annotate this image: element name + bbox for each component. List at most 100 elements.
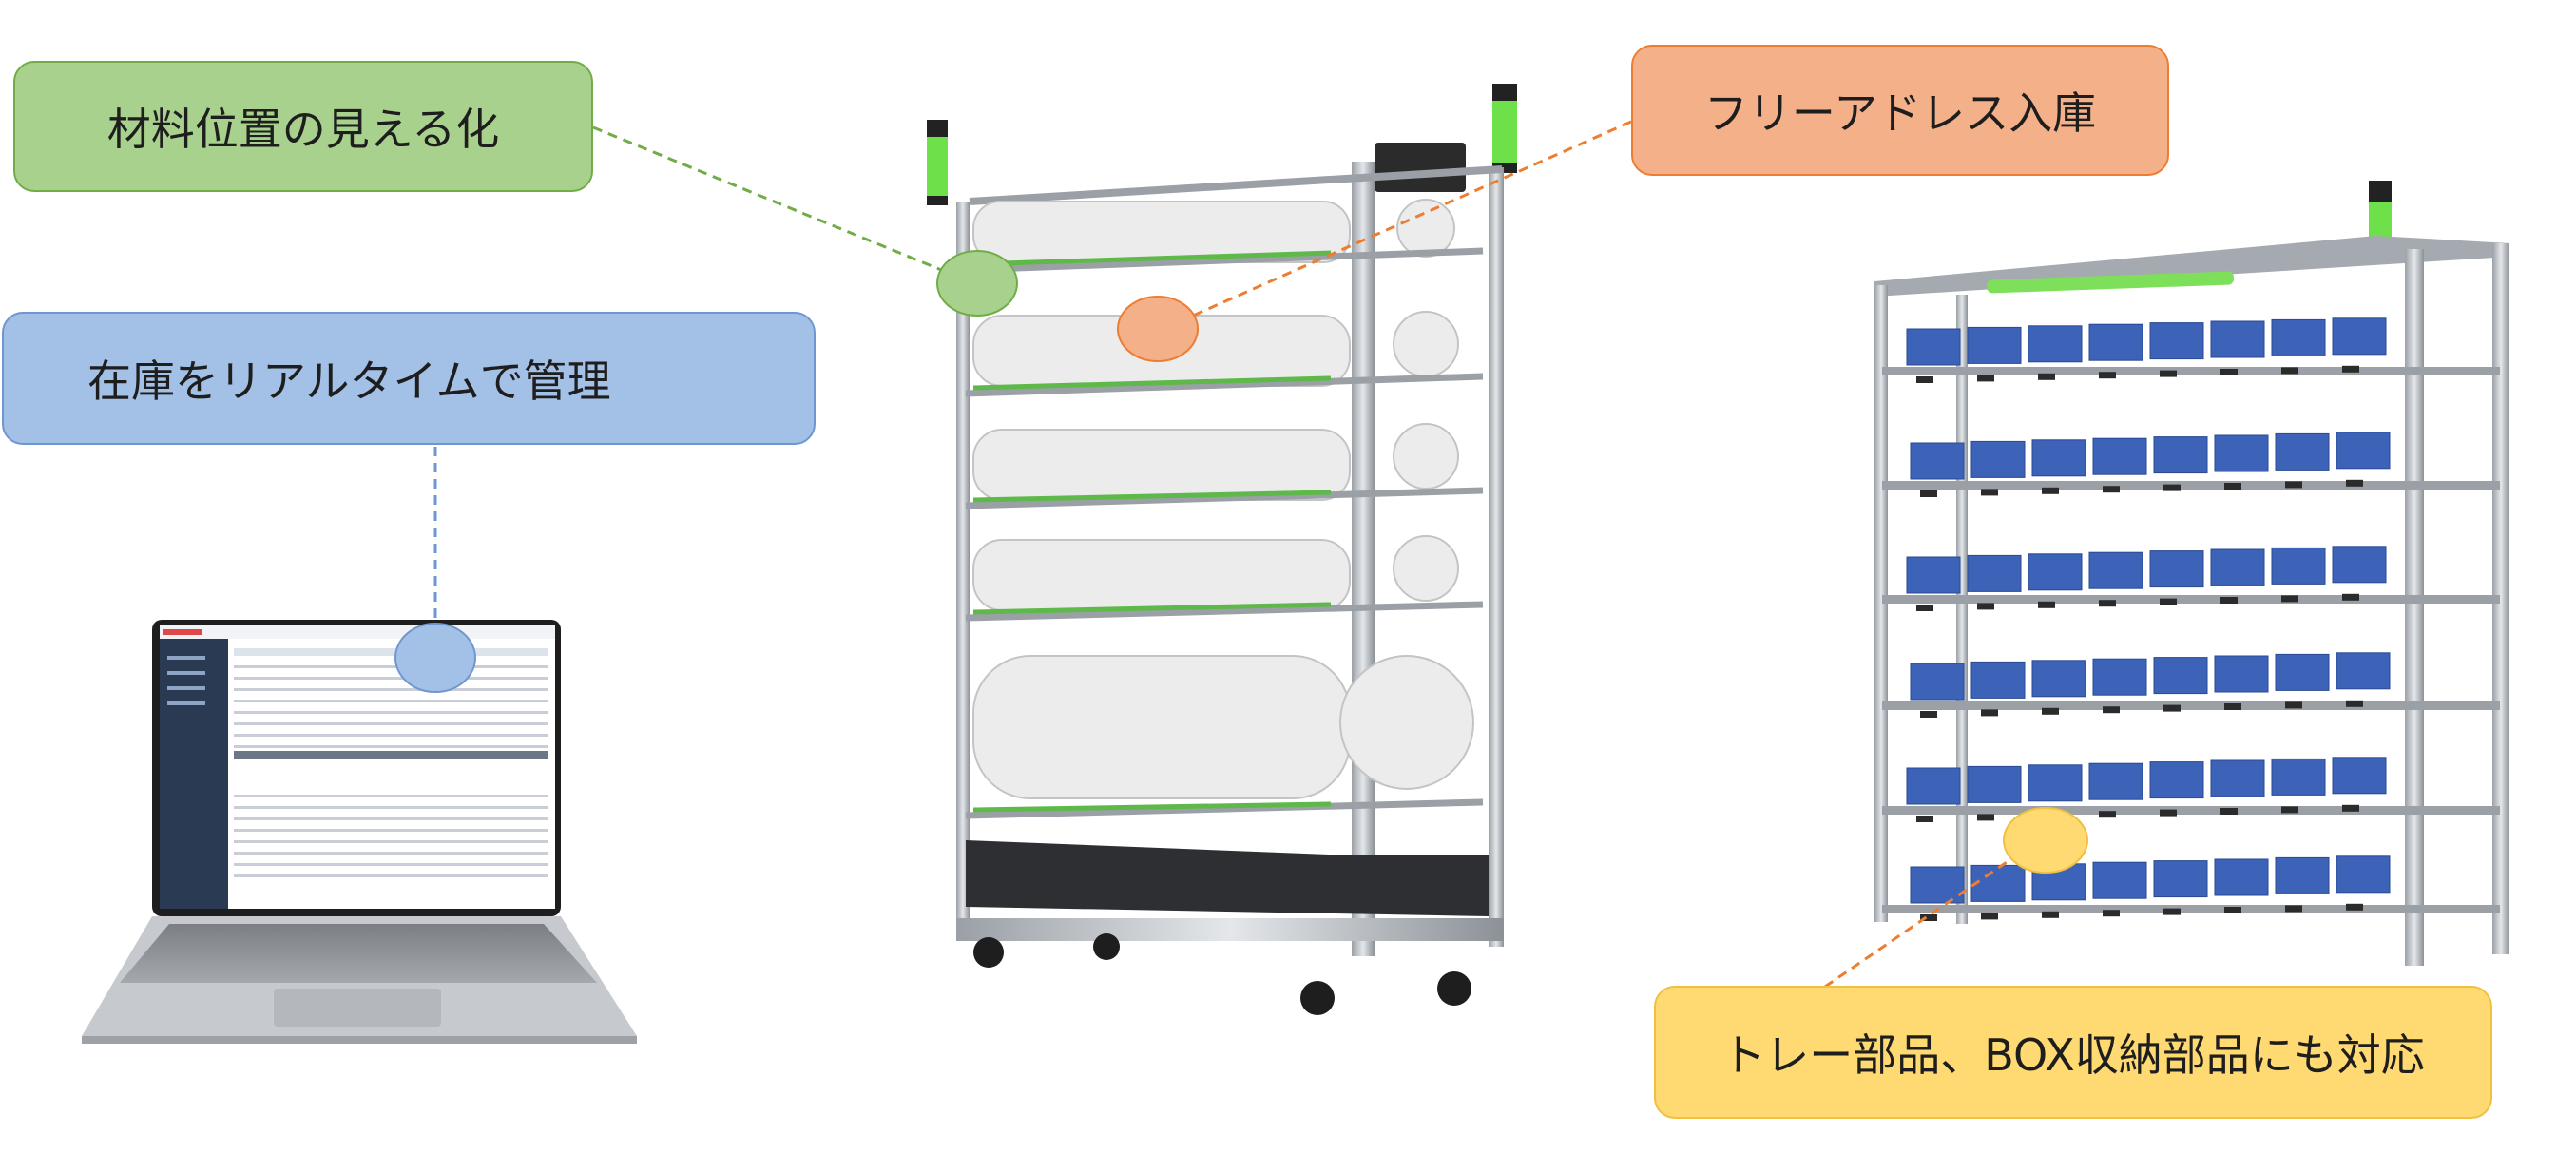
bin-indicator <box>2346 700 2363 707</box>
bin-indicator <box>2163 704 2181 712</box>
storage-bin <box>2092 658 2147 696</box>
bin-indicator <box>2160 370 2177 377</box>
marker-blue <box>394 623 476 693</box>
bin-indicator <box>2220 369 2238 375</box>
bin-indicator <box>2224 483 2241 490</box>
storage-bin <box>2149 550 2204 588</box>
storage-bin <box>2210 548 2265 586</box>
bin-indicator <box>2285 701 2302 709</box>
storage-bin <box>2336 855 2391 894</box>
bin-indicator <box>2224 703 2241 710</box>
storage-bin <box>1906 556 1961 594</box>
bin-indicator <box>2346 903 2363 911</box>
bin-indicator <box>2163 484 2181 491</box>
storage-bin <box>2332 317 2387 356</box>
storage-bin <box>2031 660 2086 698</box>
storage-bin <box>1906 328 1961 366</box>
storage-bin <box>2336 432 2391 470</box>
bin-indicator <box>1981 489 1998 496</box>
bin-indicator <box>2038 373 2055 380</box>
bin-indicator <box>2285 905 2302 913</box>
connector-green <box>592 125 952 276</box>
storage-bin <box>2092 861 2147 899</box>
reel-rack-icon <box>927 84 1517 1015</box>
bin-indicator <box>1916 816 1933 822</box>
storage-bin <box>1970 440 2026 478</box>
storage-bin <box>1910 866 1965 904</box>
storage-bin <box>2271 318 2326 356</box>
bin-indicator <box>2281 806 2298 814</box>
bin-indicator <box>1981 913 1998 920</box>
bin-indicator <box>2281 367 2298 375</box>
callout-tray-box: トレー部品、BOX収納部品にも対応 <box>1654 986 2492 1119</box>
storage-bin <box>2214 858 2269 896</box>
box-rack-shelf <box>1882 701 2500 710</box>
bin-indicator <box>2103 910 2120 917</box>
bin-indicator <box>1920 914 1937 921</box>
storage-bin <box>1967 554 2022 592</box>
storage-bin <box>1970 661 2026 699</box>
box-rack-bins <box>1882 317 2500 921</box>
callout-realtime-inventory: 在庫をリアルタイムで管理 <box>2 312 816 445</box>
storage-bin <box>2028 553 2083 591</box>
box-rack-shelf <box>1882 481 2500 490</box>
bin-indicator <box>2342 593 2359 601</box>
storage-bin <box>2275 432 2330 471</box>
box-rack-shelf <box>1882 905 2500 913</box>
storage-bin <box>2336 652 2391 690</box>
storage-bin <box>2271 758 2326 796</box>
bin-indicator <box>2163 908 2181 915</box>
box-rack-shelf <box>1882 367 2500 375</box>
box-rack-shelf <box>1882 806 2500 815</box>
storage-bin <box>2149 761 2204 799</box>
bin-indicator <box>2103 706 2120 714</box>
bin-indicator <box>1981 709 1998 717</box>
bin-indicator <box>1977 814 1994 821</box>
storage-bin <box>2332 546 2387 584</box>
bin-indicator <box>2342 804 2359 812</box>
callout-material-location: 材料位置の見える化 <box>13 61 593 192</box>
marker-yellow <box>2003 807 2088 874</box>
storage-bin <box>2088 762 2143 800</box>
bin-indicator <box>2224 907 2241 913</box>
bin-indicator <box>2042 911 2059 918</box>
storage-bin <box>1906 767 1961 805</box>
bin-indicator <box>2099 600 2116 607</box>
storage-bin <box>2028 764 2083 802</box>
bin-indicator <box>1916 605 1933 611</box>
callout-free-address: フリーアドレス入庫 <box>1631 45 2169 176</box>
storage-bin <box>2149 322 2204 360</box>
box-rack-icon <box>1874 181 2509 966</box>
storage-bin <box>2088 551 2143 589</box>
bin-indicator <box>2220 808 2238 815</box>
storage-bin <box>2153 436 2208 474</box>
marker-orange <box>1117 296 1199 362</box>
bin-indicator <box>2099 811 2116 818</box>
storage-bin <box>2214 655 2269 693</box>
bin-indicator <box>1977 375 1994 382</box>
storage-bin <box>2332 757 2387 795</box>
storage-bin <box>1970 864 2026 902</box>
bin-indicator <box>2160 809 2177 817</box>
laptop-icon <box>82 620 637 1044</box>
bin-indicator <box>2042 487 2059 494</box>
bin-indicator <box>2042 707 2059 715</box>
bin-indicator <box>2160 598 2177 605</box>
box-rack-shelf <box>1882 595 2500 604</box>
storage-bin <box>1967 326 2022 364</box>
bin-indicator <box>2281 595 2298 603</box>
storage-bin <box>1967 765 2022 803</box>
storage-bin <box>2275 856 2330 894</box>
bin-indicator <box>1920 490 1937 497</box>
storage-bin <box>2088 323 2143 361</box>
bin-indicator <box>1920 711 1937 718</box>
storage-bin <box>2031 439 2086 477</box>
bin-indicator <box>1916 376 1933 383</box>
connector-orange <box>1166 120 1632 329</box>
storage-bin <box>2028 325 2083 363</box>
bin-indicator <box>2285 481 2302 489</box>
marker-green <box>936 250 1018 317</box>
storage-bin <box>1910 663 1965 701</box>
bin-indicator <box>2099 372 2116 379</box>
